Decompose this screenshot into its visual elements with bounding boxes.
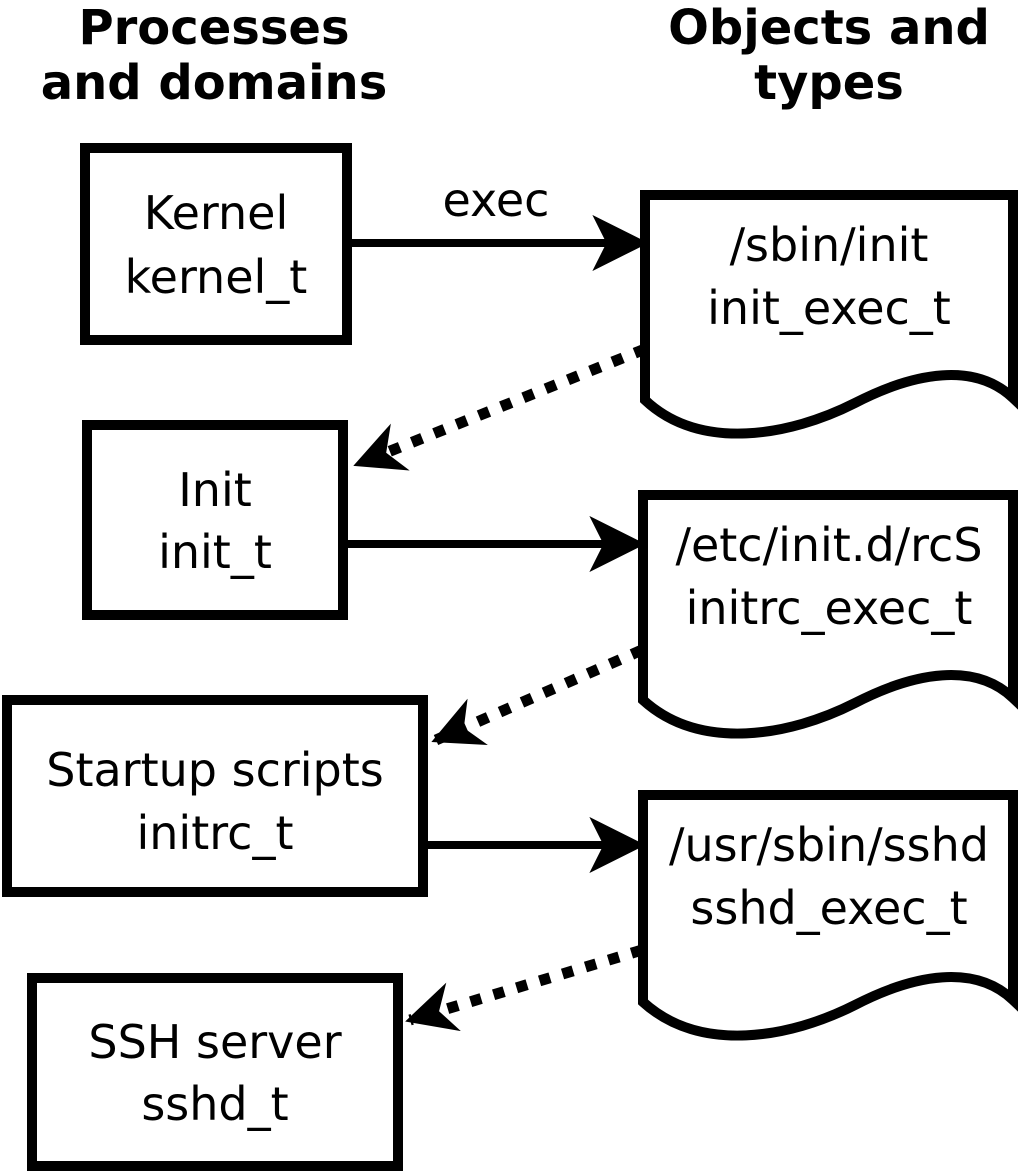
process-name-ssh-server: SSH server (88, 1015, 341, 1069)
document-shape-etc-initd-rcS (638, 490, 1018, 739)
object-path-etc-initd-rcS: /etc/init.d/rcS (675, 518, 982, 572)
process-name-init: Init (178, 463, 252, 517)
process-type-init-t: init_t (158, 525, 272, 579)
process-node-kernel: Kernel kernel_t (80, 143, 352, 345)
heading-processes-line2: and domains (41, 55, 388, 111)
object-path-sbin-init: /sbin/init (730, 218, 929, 272)
object-type-init-exec-t: init_exec_t (707, 281, 951, 335)
process-name-startup-scripts: Startup scripts (46, 743, 384, 797)
arrow-initrc-exec-to-initrc-t (431, 644, 645, 746)
process-box-kernel (80, 143, 352, 345)
process-type-initrc-t: initrc_t (137, 806, 294, 860)
heading-processes-line1: Processes (78, 0, 349, 56)
column-heading-processes: Processes and domains (41, 0, 388, 111)
arrow-init-exec-to-init-t (353, 343, 648, 471)
process-type-kernel-t: kernel_t (125, 250, 308, 304)
process-node-ssh-server: SSH server sshd_t (27, 973, 403, 1171)
object-type-sshd-exec-t: sshd_exec_t (690, 881, 967, 935)
document-shape-sbin-init (640, 190, 1018, 439)
column-heading-objects: Objects and types (668, 0, 990, 111)
object-node-sbin-init: /sbin/init init_exec_t (640, 190, 1018, 439)
document-shape-usr-sbin-sshd (638, 790, 1018, 1041)
process-type-sshd-t: sshd_t (141, 1077, 288, 1131)
process-box-init (82, 420, 348, 620)
process-box-startup-scripts (2, 695, 428, 897)
object-node-etc-initd-rcS: /etc/init.d/rcS initrc_exec_t (638, 490, 1018, 739)
heading-objects-line2: types (754, 55, 904, 111)
process-name-kernel: Kernel (144, 186, 289, 240)
arrow-sshd-exec-to-sshd-t (405, 944, 644, 1032)
arrow-label-exec: exec (443, 173, 550, 227)
heading-objects-line1: Objects and (668, 0, 990, 56)
process-node-init: Init init_t (82, 420, 348, 620)
object-node-usr-sbin-sshd: /usr/sbin/sshd sshd_exec_t (638, 790, 1018, 1041)
object-type-initrc-exec-t: initrc_exec_t (686, 581, 973, 635)
process-box-ssh-server (27, 973, 403, 1171)
object-path-usr-sbin-sshd: /usr/sbin/sshd (669, 818, 989, 872)
process-node-startup-scripts: Startup scripts initrc_t (2, 695, 428, 897)
